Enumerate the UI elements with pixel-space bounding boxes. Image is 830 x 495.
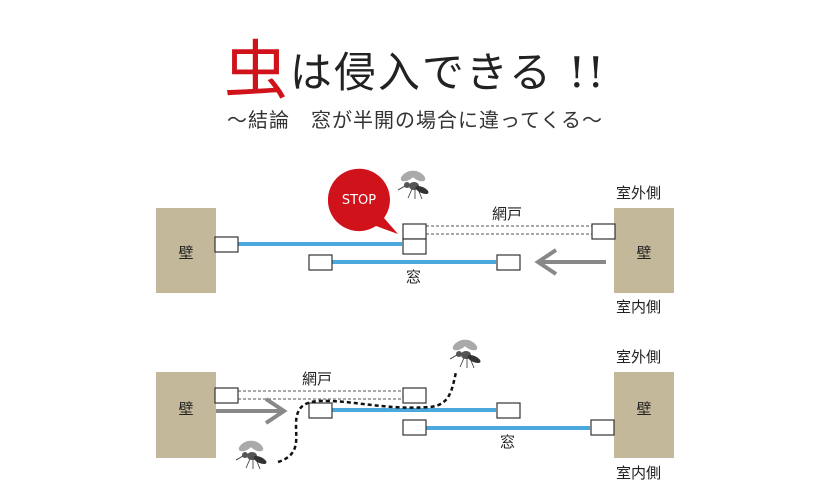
wall-right-2 bbox=[614, 372, 674, 458]
stop-bubble: STOP bbox=[327, 168, 398, 234]
mosquito-path bbox=[277, 371, 458, 464]
frame-box bbox=[402, 419, 427, 436]
page-title: 虫は侵入できる !! bbox=[0, 20, 830, 112]
inside-label-2: 室内側 bbox=[616, 464, 661, 482]
window-label-2: 窓 bbox=[500, 433, 515, 451]
frame-box bbox=[402, 238, 427, 255]
wall-right-label-1: 壁 bbox=[636, 244, 651, 262]
mosquito-icon bbox=[397, 170, 429, 200]
wall-left-label-1: 壁 bbox=[178, 244, 193, 262]
frame-box bbox=[496, 254, 521, 271]
page-subtitle: ～結論 窓が半開の場合に違ってくる～ bbox=[227, 108, 603, 132]
frame-box bbox=[402, 387, 427, 404]
wall-left-2 bbox=[156, 372, 216, 458]
mosquito-icon bbox=[235, 440, 267, 470]
screen-label-2: 網戸 bbox=[302, 370, 332, 388]
wall-left-label-2: 壁 bbox=[178, 400, 193, 418]
diagram-1: 壁 壁 室外側 室内側 網戸 窓 STOP bbox=[156, 168, 674, 316]
outside-label-1: 室外側 bbox=[616, 184, 661, 202]
frame-box bbox=[214, 387, 239, 404]
screen-label-1: 網戸 bbox=[492, 205, 522, 223]
frame-box bbox=[496, 402, 521, 419]
wall-left-1 bbox=[156, 208, 216, 293]
frame-box bbox=[590, 419, 615, 436]
outside-label-2: 室外側 bbox=[616, 348, 661, 366]
stop-label: STOP bbox=[342, 193, 376, 208]
wall-right-1 bbox=[614, 208, 674, 293]
diagram-2: 壁 壁 室外側 室内側 網戸 窓 bbox=[156, 339, 674, 482]
mosquito-icon bbox=[449, 339, 481, 369]
frame-box bbox=[308, 402, 333, 419]
frame-box bbox=[308, 254, 333, 271]
frame-box bbox=[591, 223, 616, 240]
frame-box bbox=[402, 223, 427, 240]
window-label-1: 窓 bbox=[406, 268, 421, 286]
wall-right-label-2: 壁 bbox=[636, 400, 651, 418]
frame-box bbox=[214, 236, 239, 253]
inside-label-1: 室内側 bbox=[616, 298, 661, 316]
title-bug-char: 虫 bbox=[223, 35, 290, 109]
airflow-arrow-1 bbox=[534, 248, 606, 276]
title-rest: は侵入できる !! bbox=[289, 48, 607, 97]
airflow-arrow-2 bbox=[216, 397, 288, 425]
